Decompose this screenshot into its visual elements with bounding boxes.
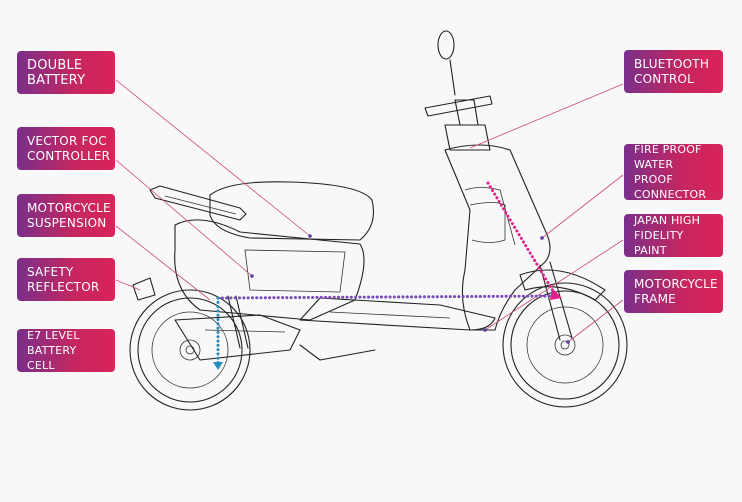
label-motorcycle-suspension[interactable]: MOTORCYCLE SUSPENSION bbox=[17, 194, 115, 237]
label-safety-reflector-text: SAFETY REFLECTOR bbox=[27, 264, 100, 294]
label-vector-foc-controller[interactable]: VECTOR FOC CONTROLLER bbox=[17, 127, 115, 170]
front-wheel bbox=[502, 282, 628, 408]
label-vector-foc-controller-text: VECTOR FOC CONTROLLER bbox=[27, 133, 111, 163]
label-double-battery-text: DOUBLE BATTERY bbox=[27, 57, 86, 88]
label-e7-level-battery-cell-text: E7 LEVEL BATTERY CELL bbox=[27, 329, 80, 372]
label-fire-proof-connector-text: FIRE PROOF WATER PROOF CONNECTOR bbox=[634, 143, 707, 201]
label-e7-level-battery-cell[interactable]: E7 LEVEL BATTERY CELL bbox=[17, 329, 115, 372]
label-bluetooth-control[interactable]: BLUETOOTH CONTROL bbox=[624, 50, 723, 93]
label-bluetooth-control-text: BLUETOOTH CONTROL bbox=[634, 56, 710, 86]
scooter-body bbox=[132, 30, 606, 361]
label-motorcycle-suspension-text: MOTORCYCLE SUSPENSION bbox=[27, 200, 111, 230]
label-double-battery[interactable]: DOUBLE BATTERY bbox=[17, 51, 115, 94]
label-motorcycle-frame-text: MOTORCYCLE FRAME bbox=[634, 276, 718, 306]
leader-lines bbox=[115, 79, 624, 343]
rear-wheel bbox=[129, 289, 251, 411]
label-safety-reflector[interactable]: SAFETY REFLECTOR bbox=[17, 258, 115, 301]
anchor-points bbox=[250, 234, 570, 344]
label-fire-proof-connector[interactable]: FIRE PROOF WATER PROOF CONNECTOR bbox=[624, 143, 723, 201]
label-japan-high-fidelity-paint[interactable]: JAPAN HIGH FIDELITY PAINT bbox=[624, 214, 723, 257]
wiring bbox=[213, 181, 562, 370]
label-motorcycle-frame[interactable]: MOTORCYCLE FRAME bbox=[624, 270, 723, 313]
label-japan-high-fidelity-paint-text: JAPAN HIGH FIDELITY PAINT bbox=[634, 214, 701, 257]
